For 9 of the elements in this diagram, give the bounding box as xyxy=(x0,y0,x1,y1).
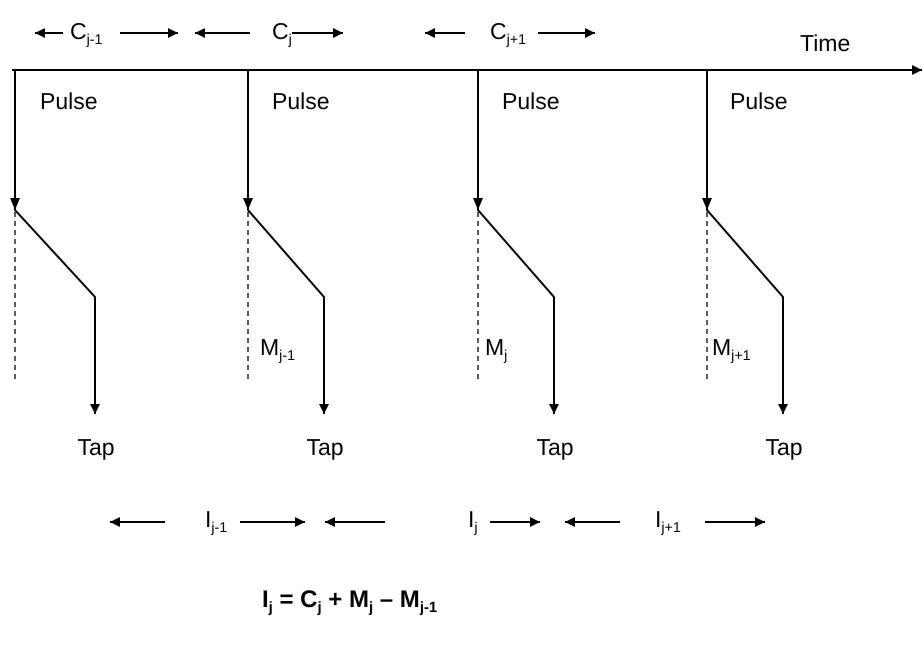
tap-label: Tap xyxy=(306,436,344,459)
pulse-label: Pulse xyxy=(730,90,788,113)
tap-label: Tap xyxy=(536,436,574,459)
pulse-label: Pulse xyxy=(272,90,330,113)
tap-label: Tap xyxy=(765,436,803,459)
pulse-label: Pulse xyxy=(502,90,560,113)
axis-label: Time xyxy=(800,32,850,55)
pulse-label: Pulse xyxy=(40,90,98,113)
tap-label: Tap xyxy=(77,436,115,459)
